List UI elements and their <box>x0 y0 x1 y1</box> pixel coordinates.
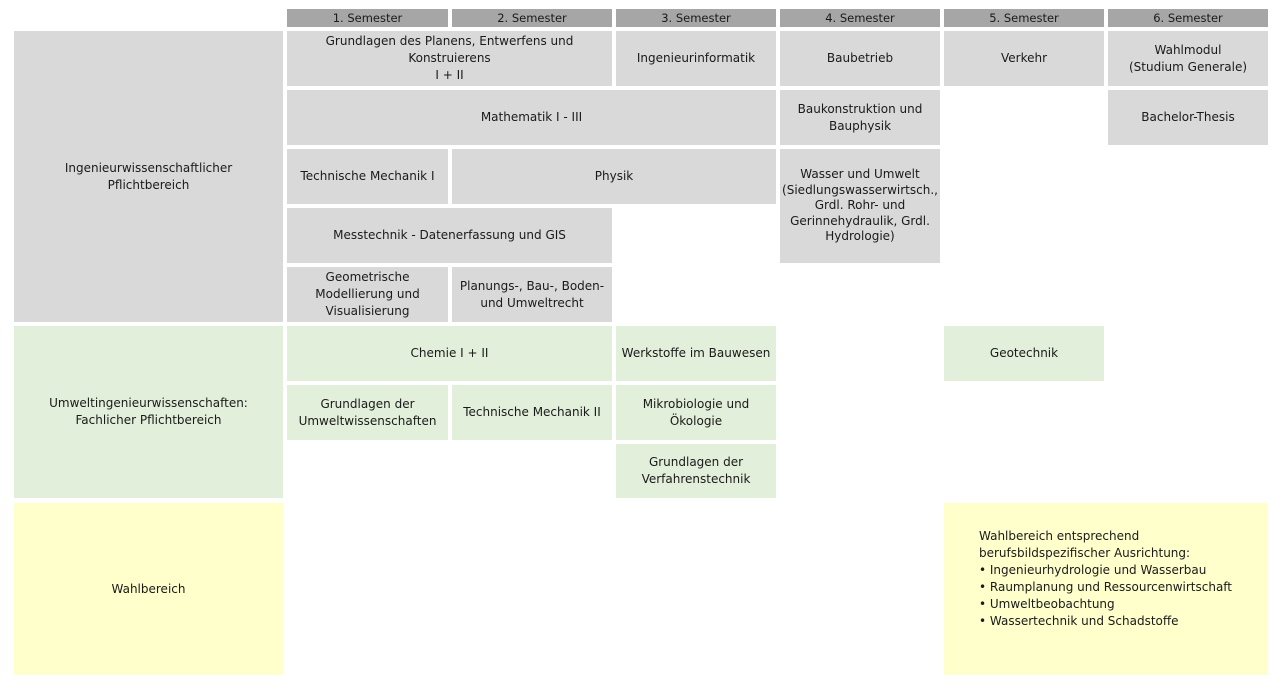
category-label: Ingenieurwissenschaftlicher <box>64 160 233 175</box>
module-label: I + II <box>435 68 464 82</box>
category-label: Pflichtbereich <box>107 177 190 192</box>
module-label: Bachelor-Thesis <box>1141 110 1235 124</box>
module-grundlagen-umweltwissenschaften: Grundlagen der Umweltwissenschaften <box>287 385 448 440</box>
module-mathematik: Mathematik I - III <box>287 90 776 145</box>
semester-header-label: 6. Semester <box>1153 11 1223 25</box>
semester-header-label: 2. Semester <box>497 11 567 25</box>
module-label: Planungs-, Bau-, Boden- <box>459 278 605 293</box>
module-label: Wasser und Umwelt <box>800 167 920 182</box>
module-verkehr: Verkehr <box>944 31 1104 86</box>
semester-header-label: 1. Semester <box>332 11 403 25</box>
module-label: Verfahrenstechnik <box>641 472 751 486</box>
semester-header-label: 3. Semester <box>661 11 731 25</box>
module-label: Bauphysik <box>828 118 892 133</box>
module-label: Geometrische <box>325 270 410 284</box>
module-label: Modellierung und <box>315 287 420 301</box>
wahlbereich-bullet: • Ingenieurhydrologie und Wasserbau <box>979 563 1207 577</box>
semester-header-2: 2. Semester <box>452 9 612 27</box>
semester-header-3: 3. Semester <box>616 9 776 27</box>
module-grundlagen-planen: Grundlagen des Planens, Entwerfens und K… <box>287 31 612 86</box>
module-geotechnik: Geotechnik <box>944 326 1104 381</box>
module-physik: Physik <box>452 149 776 204</box>
module-label: Technische Mechanik I <box>300 169 435 183</box>
module-baubetrieb: Baubetrieb <box>780 31 940 86</box>
module-label: Wahlmodul <box>1154 42 1222 57</box>
module-technische-mechanik-1: Technische Mechanik I <box>287 149 448 204</box>
module-label: Gerinnehydraulik, Grdl. <box>790 213 930 228</box>
module-label: Geotechnik <box>989 346 1059 360</box>
module-label: Hydrologie) <box>825 229 895 244</box>
module-label: und Umweltrecht <box>480 295 584 310</box>
module-label: Grundlagen der <box>648 455 744 469</box>
module-label: Baubetrieb <box>826 51 894 65</box>
module-geometrische-modellierung: Geometrische Modellierung und Visualisie… <box>287 267 448 322</box>
module-label: Werkstoffe im Bauwesen <box>621 346 771 360</box>
semester-header-5: 5. Semester <box>944 9 1104 27</box>
module-bachelor-thesis: Bachelor-Thesis <box>1108 90 1268 145</box>
module-label: Ingenieurinformatik <box>636 51 756 65</box>
category-pflichtbereich: Ingenieurwissenschaftlicher Pflichtberei… <box>14 31 283 322</box>
wahlbereich-line: berufsbildspezifischer Ausrichtung: <box>979 546 1191 560</box>
wahlbereich-bullet: • Wassertechnik und Schadstoffe <box>979 614 1179 628</box>
module-label: Chemie I + II <box>410 346 489 360</box>
wahlbereich-description: Wahlbereich entsprechend berufsbildspezi… <box>944 503 1268 675</box>
module-chemie: Chemie I + II <box>287 326 612 381</box>
module-label: Messtechnik - Datenerfassung und GIS <box>333 228 566 242</box>
semester-header-label: 4. Semester <box>825 11 895 25</box>
category-label: Wahlbereich <box>111 581 186 596</box>
module-label: Mathematik I - III <box>480 110 583 124</box>
module-messtechnik: Messtechnik - Datenerfassung und GIS <box>287 208 612 263</box>
semester-header-label: 5. Semester <box>989 11 1059 25</box>
category-label: Fachlicher Pflichtbereich <box>75 413 222 427</box>
module-label: (Siedlungswasserwirtsch., <box>782 182 938 197</box>
module-technische-mechanik-2: Technische Mechanik II <box>452 385 612 440</box>
wahlbereich-bullet: • Umweltbeobachtung <box>979 597 1115 611</box>
module-label: Grundlagen des Planens, Entwerfens und K… <box>325 34 574 65</box>
module-wasser-und-umwelt: Wasser und Umwelt (Siedlungswasserwirtsc… <box>780 149 940 263</box>
wahlbereich-line: Wahlbereich entsprechend <box>979 529 1140 543</box>
module-label: Physik <box>594 169 634 183</box>
module-label: Grdl. Rohr- und <box>814 198 906 213</box>
module-label: Grundlagen der <box>320 396 415 411</box>
semester-header-4: 4. Semester <box>780 9 940 27</box>
module-label: Umweltwissenschaften <box>298 413 437 428</box>
module-wahlmodul: Wahlmodul (Studium Generale) <box>1108 31 1268 86</box>
module-mikrobiologie: Mikrobiologie und Ökologie <box>616 385 776 440</box>
module-label: Visualisierung <box>325 304 410 318</box>
category-wahlbereich: Wahlbereich <box>14 503 283 675</box>
module-label: Technische Mechanik II <box>463 405 601 419</box>
module-verfahrenstechnik: Grundlagen der Verfahrenstechnik <box>616 444 776 498</box>
module-baukonstruktion: Baukonstruktion und Bauphysik <box>780 90 940 145</box>
module-label: Baukonstruktion und <box>797 101 923 116</box>
module-label: Ökologie <box>669 413 723 428</box>
module-label: Verkehr <box>1000 51 1048 65</box>
semester-header-1: 1. Semester <box>287 9 448 27</box>
module-werkstoffe: Werkstoffe im Bauwesen <box>616 326 776 381</box>
category-umwelt: Umweltingenieurwissenschaften: Fachliche… <box>14 326 283 498</box>
module-ingenieurinformatik: Ingenieurinformatik <box>616 31 776 86</box>
semester-header-6: 6. Semester <box>1108 9 1268 27</box>
module-planungsrecht: Planungs-, Bau-, Boden- und Umweltrecht <box>452 267 612 322</box>
module-label: Mikrobiologie und <box>642 396 750 411</box>
category-label: Umweltingenieurwissenschaften: <box>49 396 248 410</box>
module-label: (Studium Generale) <box>1128 59 1248 74</box>
wahlbereich-bullet: • Raumplanung und Ressourcenwirtschaft <box>979 580 1233 594</box>
